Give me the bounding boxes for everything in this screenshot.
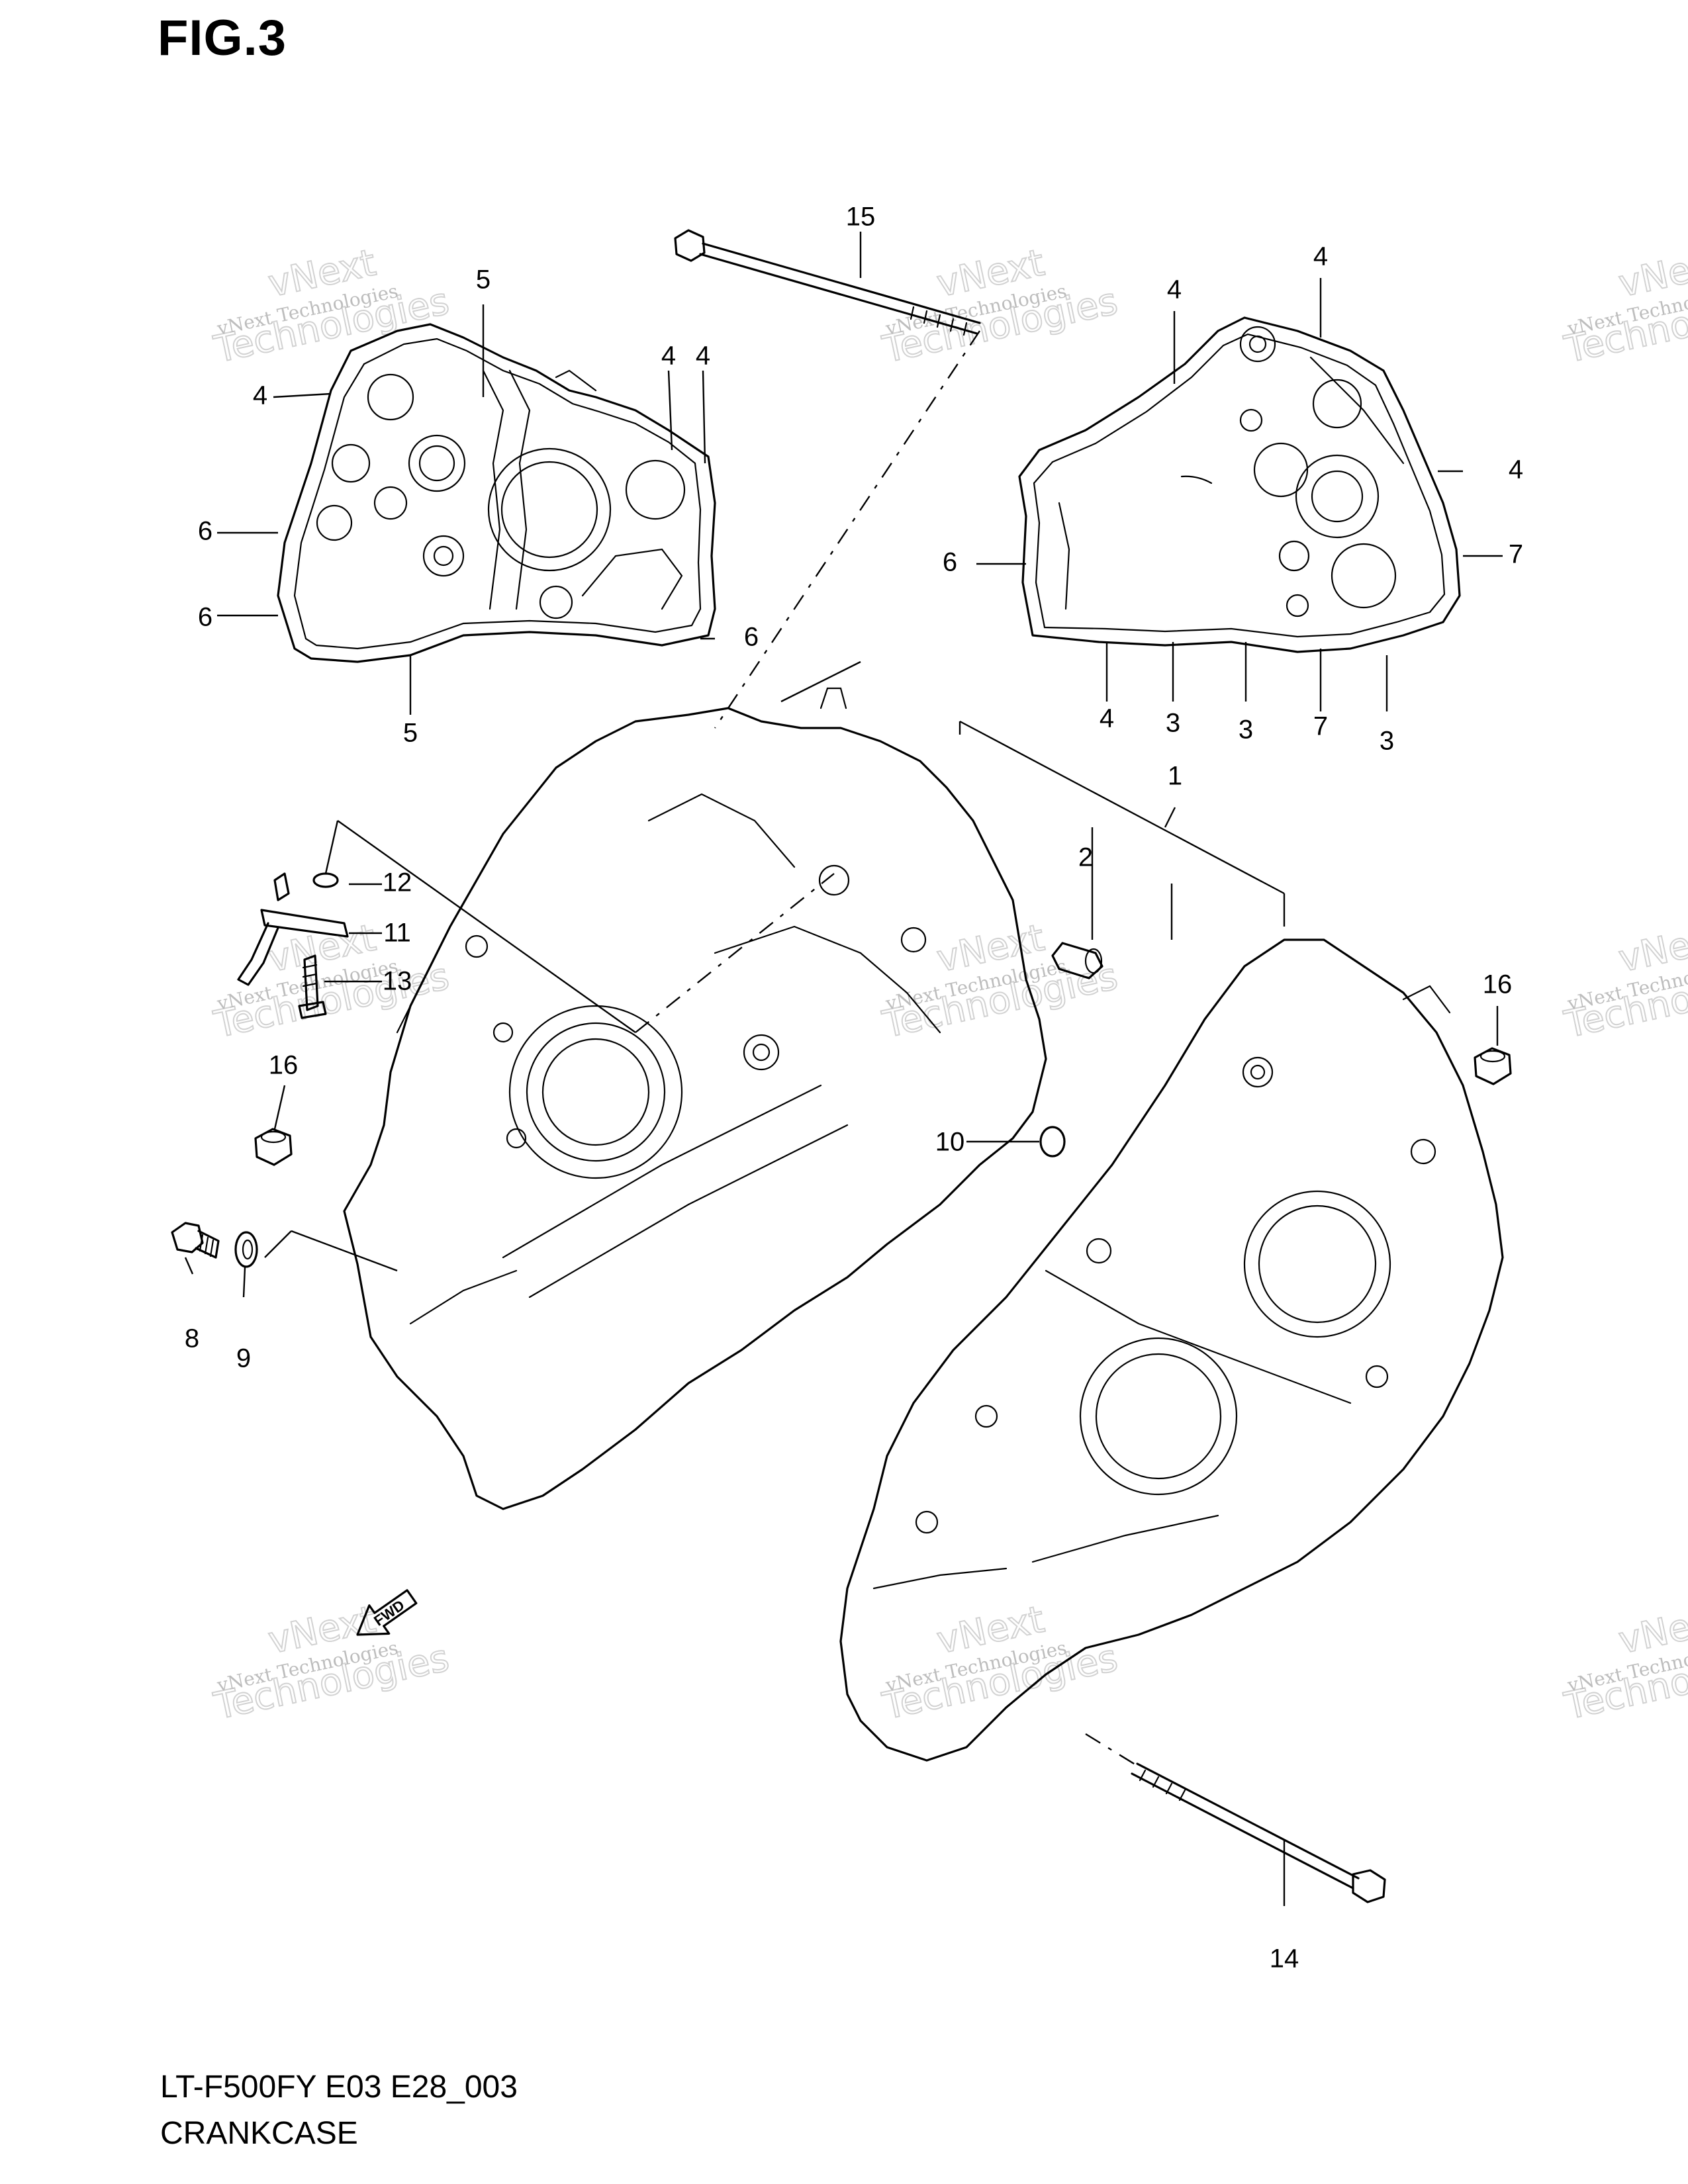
right-cover-gasket: [1018, 316, 1461, 653]
leader-lines: [184, 232, 1503, 1906]
left-cover-gasket: [277, 323, 716, 663]
callout-8: 8: [185, 1324, 199, 1353]
callout-6-left-a: 6: [198, 517, 212, 546]
callout-6-left-c: 6: [744, 623, 759, 652]
watermark: vNext Technologies vNext Technologies: [1560, 240, 1688, 372]
left-crankcase-half: [343, 687, 1047, 1510]
gasket-washer-9: [234, 1231, 258, 1268]
bolt-14: [1131, 1762, 1386, 1903]
watermark: vNext Technologies vNext Technologies: [210, 915, 453, 1047]
watermark: vNext Technologies vNext Technologies: [878, 1597, 1122, 1729]
o-ring-10: [1039, 1126, 1066, 1158]
watermark: vNext Technologies vNext Technologies: [210, 1597, 453, 1729]
callout-3-right-c: 3: [1380, 727, 1394, 756]
watermark: vNext Technologies vNext Technologies: [210, 240, 453, 372]
svg-text:FWD: FWD: [371, 1597, 407, 1629]
callout-6-left-b: 6: [198, 603, 212, 632]
watermark: vNext Technologies vNext Technologies: [1560, 1597, 1688, 1729]
callout-5-top: 5: [476, 265, 491, 295]
callout-14: 14: [1270, 1944, 1299, 1974]
callout-16-left: 16: [269, 1051, 299, 1080]
callout-4-left-right: 4: [696, 341, 710, 371]
callout-9: 9: [236, 1344, 251, 1373]
callout-4-left: 4: [253, 381, 267, 410]
callout-10: 10: [935, 1128, 965, 1157]
figure-name: CRANKCASE: [160, 2116, 358, 2151]
nut-16-right: [1474, 1047, 1512, 1085]
callout-4-right-b: 4: [1509, 455, 1523, 484]
right-crankcase-half: [839, 938, 1504, 1762]
callout-12: 12: [383, 868, 412, 897]
watermark: vNext Technologies vNext Technologies: [878, 915, 1122, 1047]
callout-16-right: 16: [1483, 970, 1513, 999]
callout-1: 1: [1168, 762, 1182, 791]
callout-4-right-c: 4: [1100, 704, 1114, 733]
callout-7-right-b: 7: [1313, 712, 1328, 741]
callout-4-right-a: 4: [1167, 275, 1182, 304]
callout-3-right-b: 3: [1239, 715, 1253, 745]
nut-16-left: [254, 1128, 293, 1166]
fitting-11: [237, 872, 349, 986]
callout-4-left-mid: 4: [661, 341, 676, 371]
o-ring-12: [312, 872, 339, 888]
callout-7-right-a: 7: [1509, 540, 1523, 569]
callout-11: 11: [383, 919, 411, 948]
callout-5-bottom: 5: [403, 719, 418, 748]
callout-6-right: 6: [943, 548, 957, 577]
callout-15: 15: [846, 203, 876, 232]
watermark: vNext Technologies vNext Technologies: [1560, 915, 1688, 1047]
callout-4-right-top: 4: [1313, 242, 1328, 271]
drain-plug-8: [171, 1222, 220, 1259]
bolt-13: [298, 954, 327, 1019]
callout-13: 13: [383, 967, 412, 996]
long-bolt-15: [674, 229, 981, 336]
figure-title: FIG.3: [158, 10, 287, 66]
watermark: vNext Technologies vNext Technologies: [878, 240, 1122, 372]
figure-code: LT-F500FY E03 E28_003: [160, 2070, 518, 2105]
callout-2: 2: [1078, 843, 1093, 872]
callout-labels: 15 5 4 4 4 6 6 6 5 4 4 4 6 7 4 3 3 7 3 1…: [185, 203, 1523, 1974]
callout-3-right-a: 3: [1166, 709, 1180, 738]
dowel-pin-2: [1051, 942, 1103, 979]
